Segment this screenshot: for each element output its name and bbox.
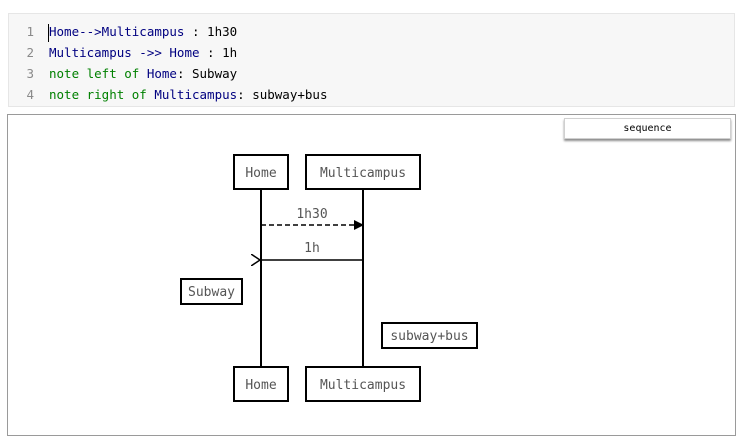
line-number: 4 (26, 87, 34, 102)
code-line-1[interactable]: 1 Home-->Multicampus : 1h30 (9, 21, 734, 42)
actor-label: Multicampus (320, 166, 406, 181)
diagram-preview: sequence Home Multicampus 1h30 1h (7, 114, 736, 436)
code-token: Home-->Multicampus (49, 24, 185, 39)
line-number: 1 (26, 24, 34, 39)
line-number: 3 (26, 66, 34, 81)
code-line-2[interactable]: 2 Multicampus ->> Home : 1h (9, 42, 734, 63)
note-right: subway+bus (381, 322, 478, 349)
actor-label: Multicampus (320, 378, 406, 393)
code-token: : subway+bus (237, 87, 328, 102)
actor-multicampus-bottom: Multicampus (305, 366, 421, 402)
note-label: Subway (188, 285, 235, 300)
note-label: subway+bus (390, 329, 468, 344)
code-token: note left of (49, 66, 147, 81)
note-left: Subway (180, 278, 243, 305)
code-token: Home (146, 66, 177, 81)
code-text: Home-->Multicampus : 1h30 (49, 21, 237, 42)
code-token: : 1h (199, 45, 238, 60)
diagram-mode-button[interactable]: sequence (564, 118, 731, 139)
code-token: : 1h30 (184, 24, 238, 39)
code-token: Multicampus ->> Home (49, 45, 200, 60)
text-cursor (48, 24, 49, 42)
line-number: 2 (26, 45, 34, 60)
sequence-diagram: Home Multicampus 1h30 1h Subway subway+b… (180, 154, 478, 402)
code-line-4[interactable]: 4 note right of Multicampus: subway+bus (9, 84, 734, 105)
code-line-3[interactable]: 3 note left of Home: Subway (9, 63, 734, 84)
actor-multicampus-top: Multicampus (305, 154, 421, 190)
message-label-1: 1h30 (296, 207, 327, 222)
code-text: note right of Multicampus: subway+bus (49, 84, 327, 105)
actor-home-bottom: Home (233, 366, 289, 402)
code-token: note right of (49, 87, 155, 102)
code-editor[interactable]: 1 Home-->Multicampus : 1h30 2 Multicampu… (8, 13, 735, 107)
message-label-2: 1h (304, 241, 320, 256)
actor-label: Home (245, 166, 276, 181)
code-text: note left of Home: Subway (49, 63, 237, 84)
code-text: Multicampus ->> Home : 1h (49, 42, 237, 63)
actor-label: Home (245, 378, 276, 393)
code-token: : Subway (176, 66, 238, 81)
actor-home-top: Home (233, 154, 289, 190)
code-token: Multicampus (154, 87, 238, 102)
